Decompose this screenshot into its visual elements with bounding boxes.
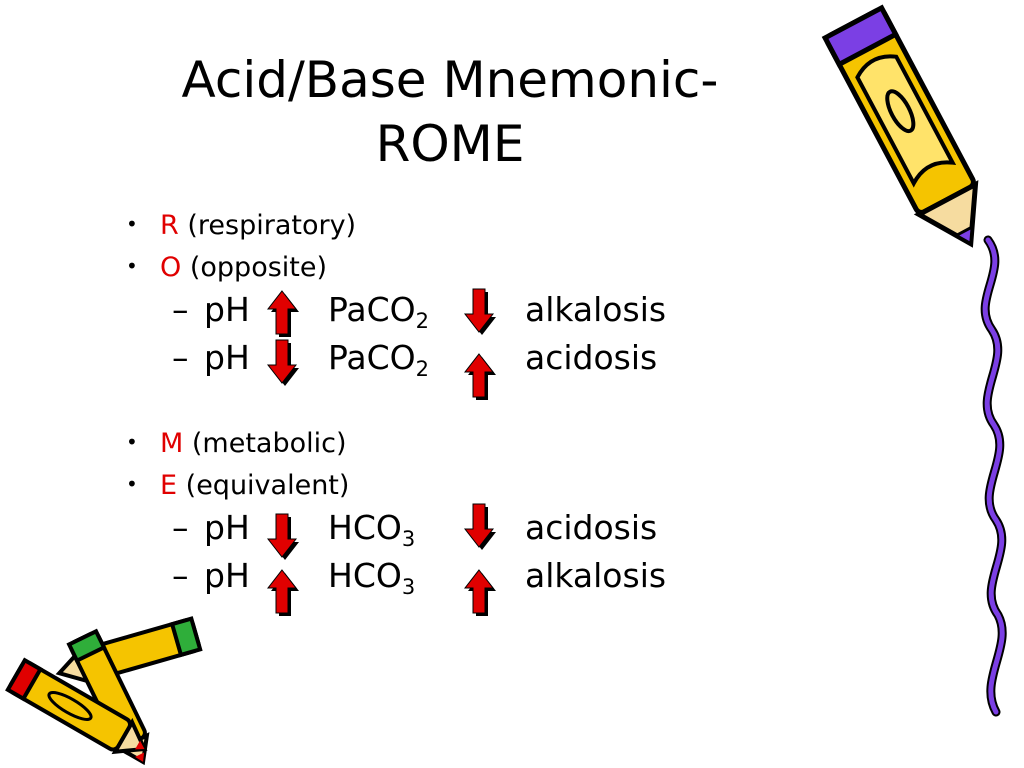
row-result: acidosis bbox=[525, 338, 658, 377]
bullet-e: • E (equivalent) bbox=[126, 468, 349, 502]
row-ph: pH bbox=[204, 508, 250, 547]
row-gas: HCO3 bbox=[328, 508, 416, 551]
rule-row: – pH PaCO2 acidosis bbox=[172, 338, 732, 378]
row-result: alkalosis bbox=[525, 290, 667, 329]
bullet-letter: O bbox=[160, 252, 182, 283]
row-ph: pH bbox=[204, 290, 250, 329]
row-gas: HCO3 bbox=[328, 556, 416, 599]
rule-row: – pH HCO3 acidosis bbox=[172, 508, 732, 548]
row-result: acidosis bbox=[525, 508, 658, 547]
slide-title: Acid/Base Mnemonic- ROME bbox=[0, 48, 900, 176]
bullet-o: • O (opposite) bbox=[126, 250, 327, 284]
row-ph: pH bbox=[204, 556, 250, 595]
title-line-1: Acid/Base Mnemonic- bbox=[181, 51, 719, 109]
bullet-text: (metabolic) bbox=[191, 428, 347, 459]
bullet-letter: M bbox=[160, 428, 184, 459]
rule-row: – pH PaCO2 alkalosis bbox=[172, 290, 732, 330]
row-dash: – bbox=[172, 556, 189, 595]
rule-row: – pH HCO3 alkalosis bbox=[172, 556, 732, 596]
bullet-dot: • bbox=[126, 254, 138, 278]
bullet-letter: E bbox=[160, 470, 178, 501]
row-dash: – bbox=[172, 338, 189, 377]
bullet-dot: • bbox=[126, 430, 138, 454]
bullet-m: • M (metabolic) bbox=[126, 426, 347, 460]
row-dash: – bbox=[172, 290, 189, 329]
bullet-text: (equivalent) bbox=[185, 470, 350, 501]
bullet-letter: R bbox=[160, 210, 179, 241]
bullet-text: (opposite) bbox=[189, 252, 328, 283]
title-line-2: ROME bbox=[375, 115, 525, 173]
bullet-dot: • bbox=[126, 472, 138, 496]
row-result: alkalosis bbox=[525, 556, 667, 595]
bullet-text: (respiratory) bbox=[187, 210, 357, 241]
bullet-dot: • bbox=[126, 212, 138, 236]
row-ph: pH bbox=[204, 338, 250, 377]
bullet-r: • R (respiratory) bbox=[126, 208, 356, 242]
pencil-icon bbox=[821, 4, 979, 248]
pencil-icon bbox=[5, 657, 148, 755]
row-gas: PaCO2 bbox=[328, 338, 430, 381]
row-gas: PaCO2 bbox=[328, 290, 430, 333]
row-dash: – bbox=[172, 508, 189, 547]
